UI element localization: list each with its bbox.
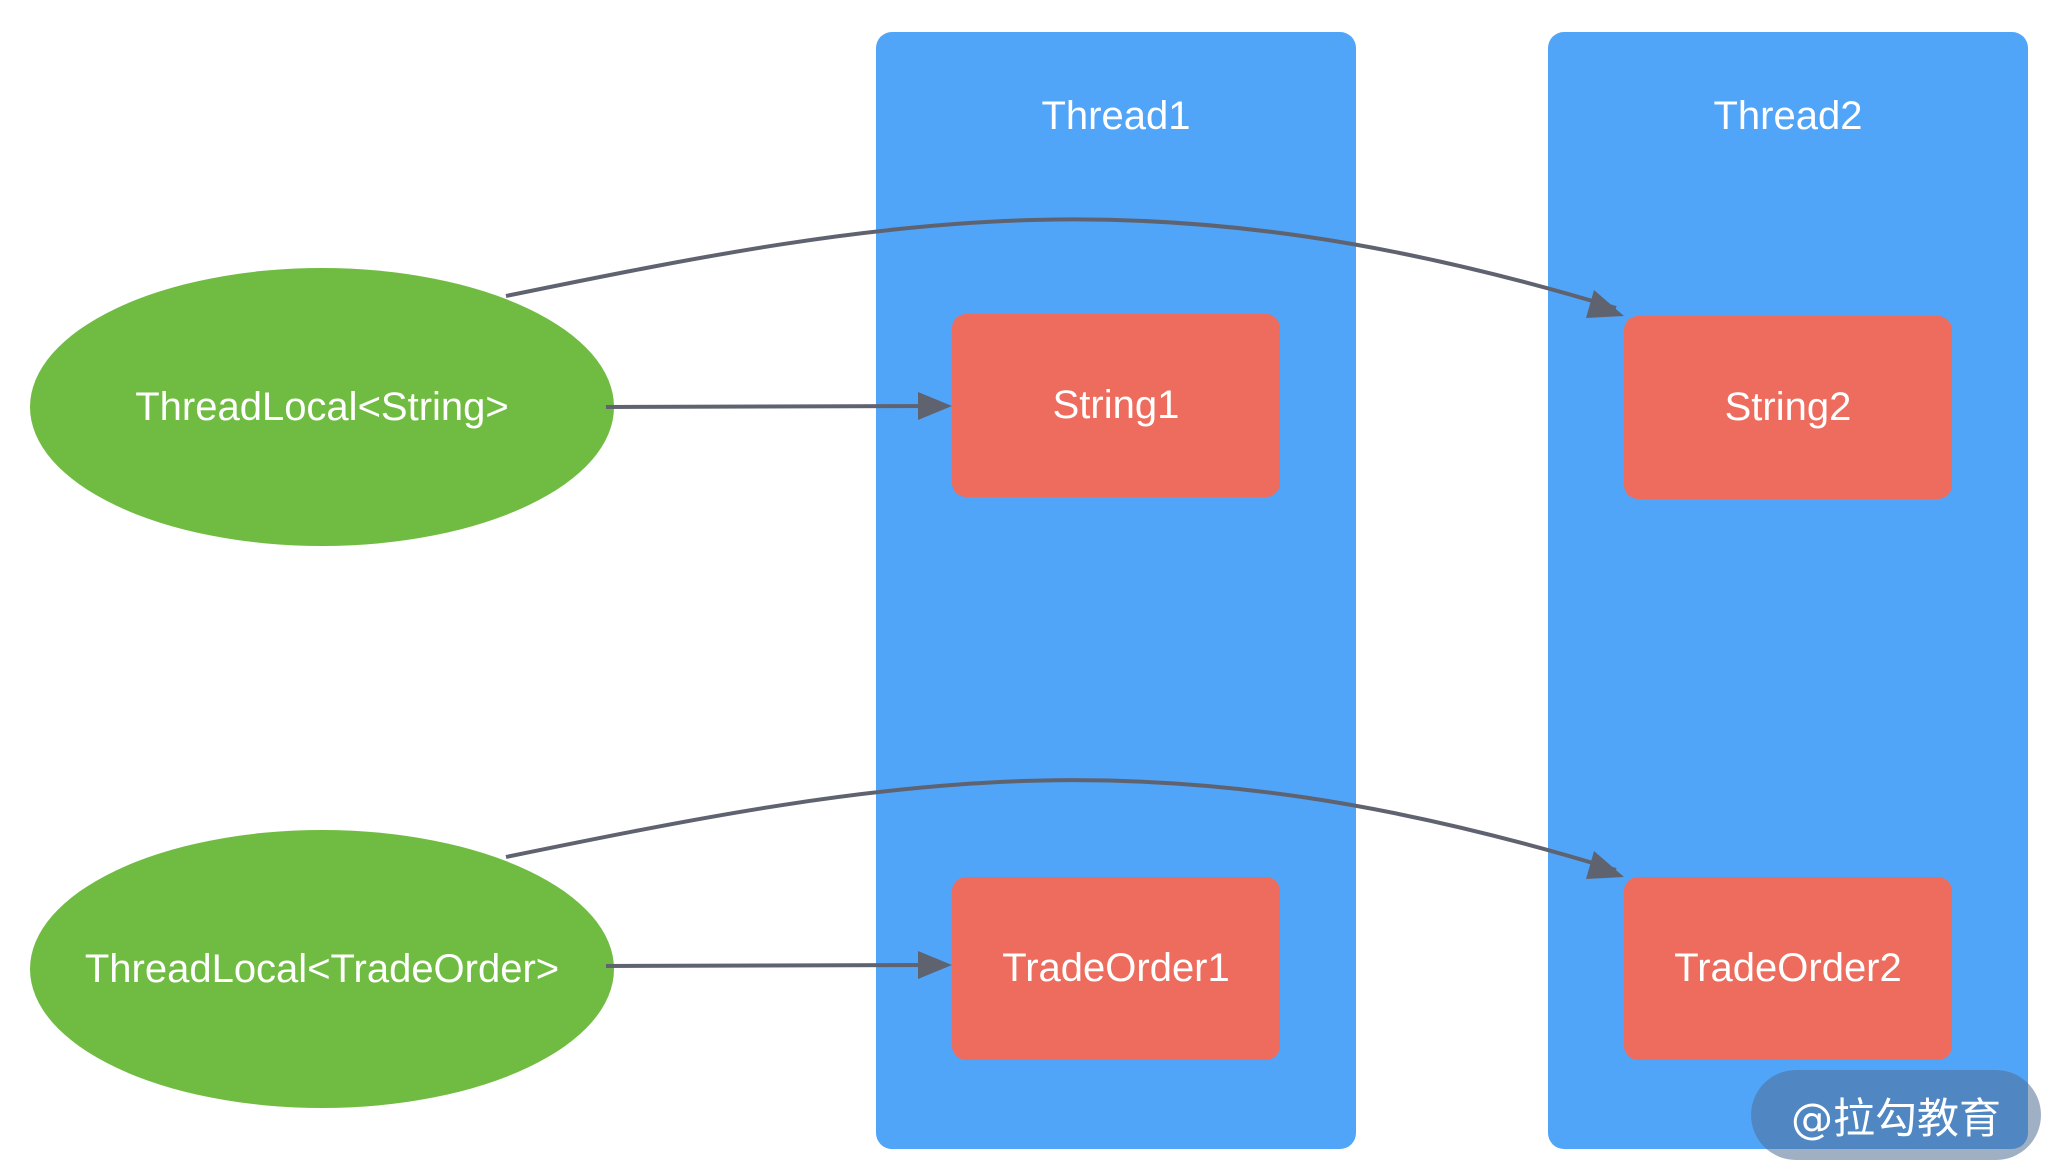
threadlocal-string-node: ThreadLocal<String> (30, 268, 614, 546)
string2-box: String2 (1624, 316, 1952, 499)
tradeorder2-box: TradeOrder2 (1624, 877, 1952, 1060)
threadlocal-tradeorder-node: ThreadLocal<TradeOrder> (30, 830, 614, 1108)
string1-box: String1 (952, 314, 1280, 497)
thread1-title: Thread1 (1041, 94, 1191, 138)
thread2-title: Thread2 (1713, 94, 1863, 138)
watermark-badge: @拉勾教育 (1751, 1070, 2041, 1160)
tradeorder1-box: TradeOrder1 (952, 877, 1280, 1060)
